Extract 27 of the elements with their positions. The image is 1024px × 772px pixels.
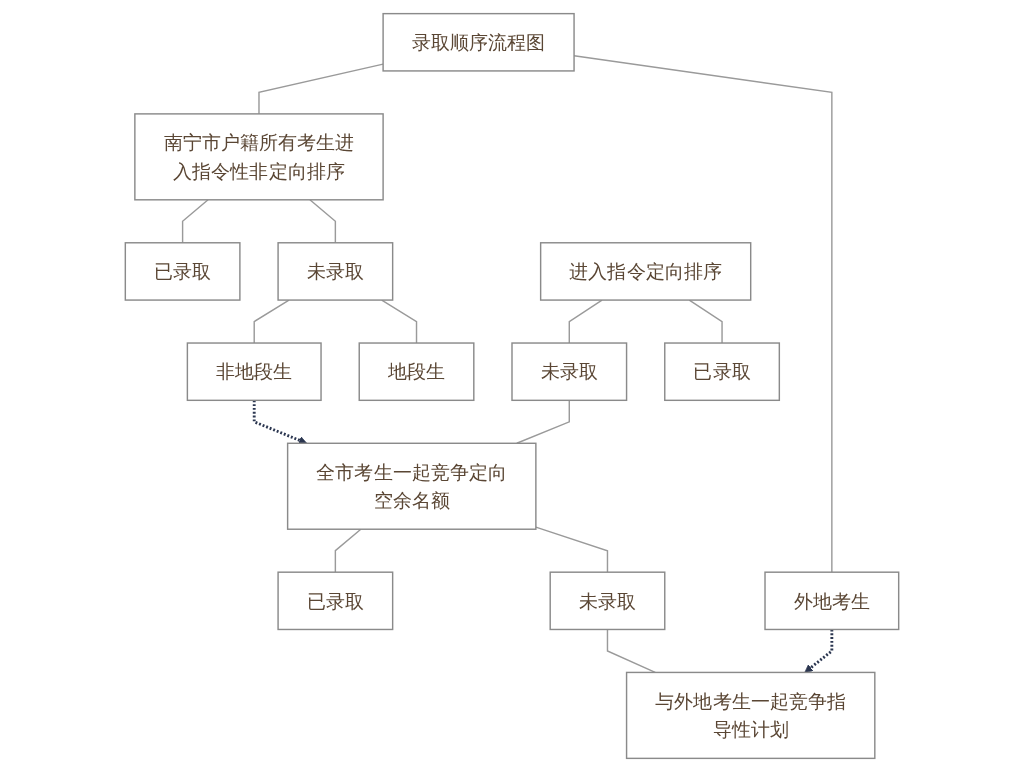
node-box: 全市考生一起竞争定向空余名额 <box>286 442 537 530</box>
node-box: 非地段生 <box>186 342 322 402</box>
connector <box>309 199 337 244</box>
connector <box>334 528 362 573</box>
arrow <box>804 629 834 673</box>
connector <box>535 526 609 573</box>
connector <box>516 399 570 444</box>
node-box: 已录取 <box>664 342 781 402</box>
connector <box>568 299 603 344</box>
connector <box>181 199 209 244</box>
node-box: 已录取 <box>124 242 241 301</box>
node-box: 未录取 <box>277 242 394 301</box>
node-box: 地段生 <box>358 342 475 402</box>
node-box: 录取顺序流程图 <box>382 12 575 72</box>
connector <box>381 299 418 344</box>
connector <box>253 299 290 344</box>
connector <box>606 628 656 674</box>
arrow <box>252 400 308 445</box>
node-box: 进入指令定向排序 <box>539 242 752 301</box>
connector <box>258 63 384 115</box>
connector <box>688 299 723 344</box>
node-box: 未录取 <box>511 342 628 402</box>
node-box: 外地考生 <box>764 571 900 631</box>
node-box: 南宁市户籍所有考生进入指令性非定向排序 <box>134 113 384 201</box>
node-box: 与外地考生一起竞争指导性计划 <box>625 671 876 760</box>
node-box: 未录取 <box>549 571 666 631</box>
node-box: 已录取 <box>277 571 394 631</box>
